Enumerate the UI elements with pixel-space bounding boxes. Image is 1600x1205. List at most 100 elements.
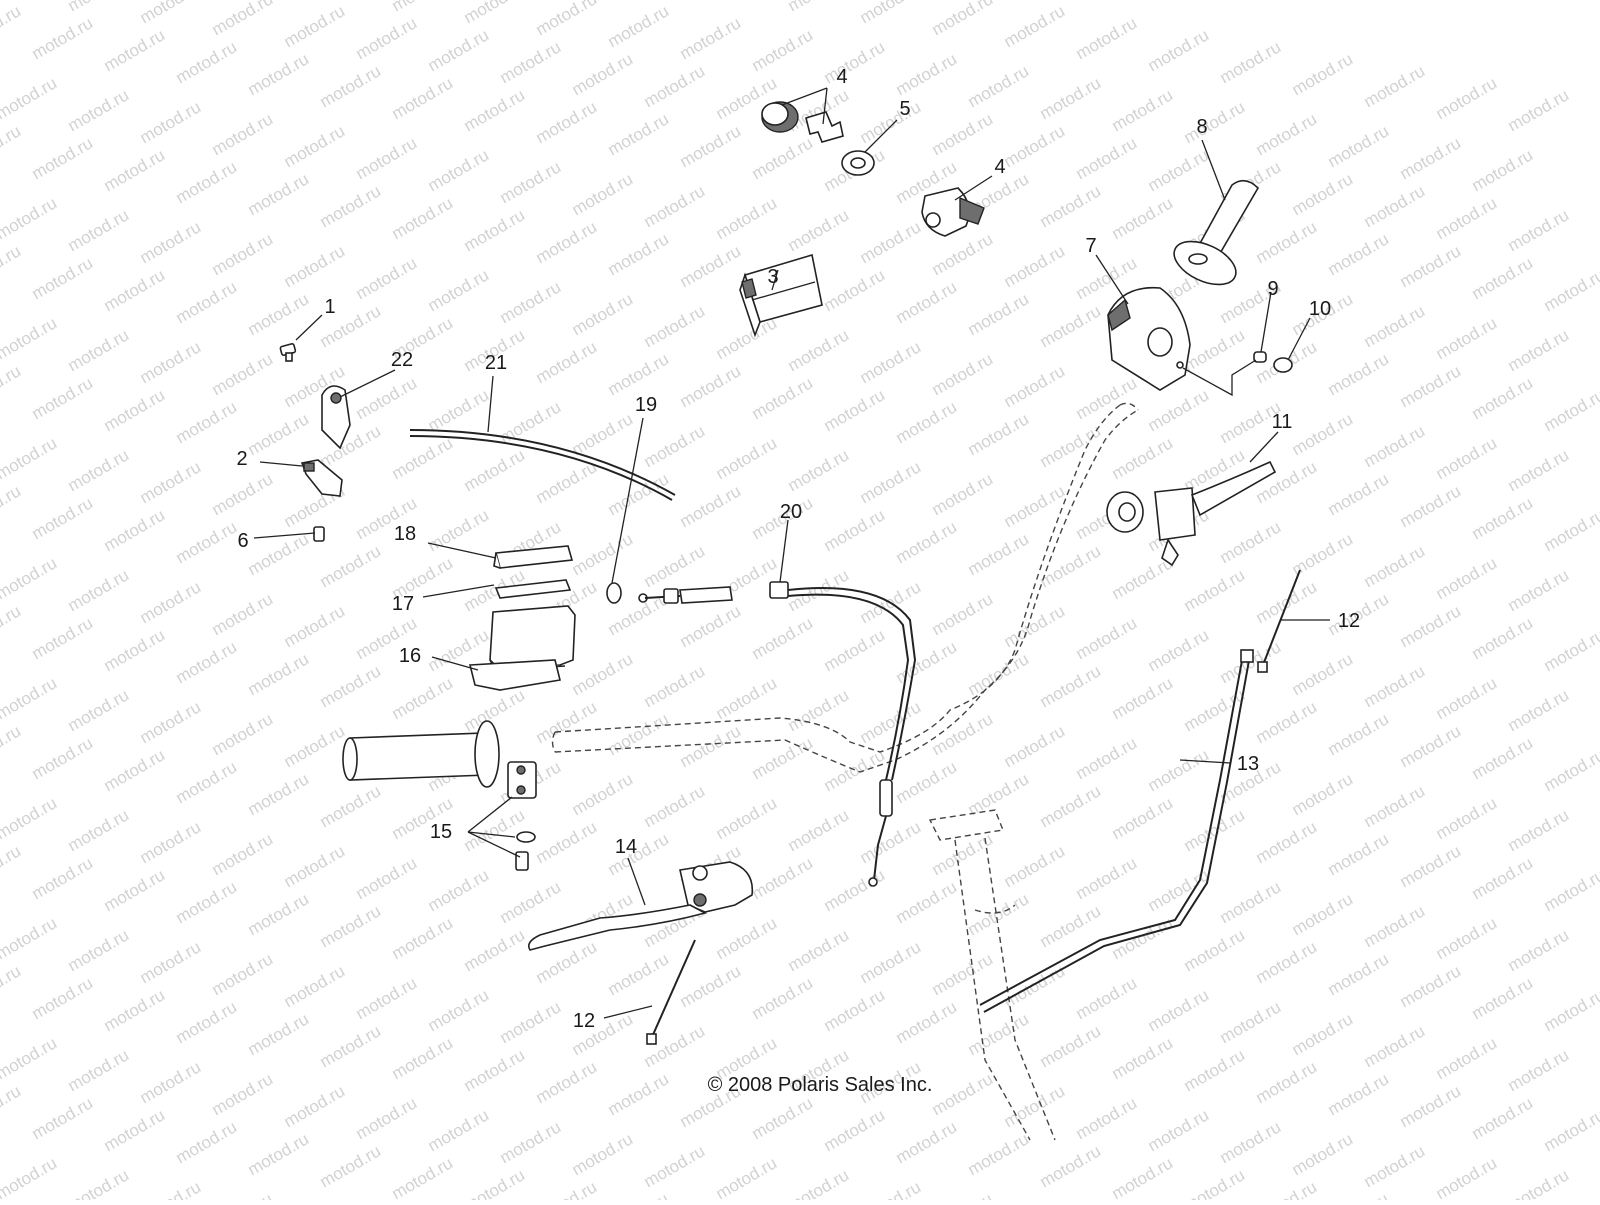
watermark-text: motod.ru [389, 193, 457, 243]
watermark-text: motod.ru [209, 0, 277, 39]
watermark-text: motod.ru [209, 589, 277, 639]
watermark-text: motod.ru [1001, 241, 1069, 291]
oring-part-19 [607, 583, 621, 603]
watermark-text: motod.ru [1469, 733, 1537, 783]
watermark-text: motod.ru [929, 109, 997, 159]
watermark-text: motod.ru [281, 841, 349, 891]
watermark-text: motod.ru [497, 1117, 565, 1167]
watermark-text: motod.ru [713, 913, 781, 963]
watermark-text: motod.ru [173, 157, 241, 207]
watermark-text: motod.ru [821, 985, 889, 1035]
watermark-text: motod.ru [1289, 769, 1357, 819]
watermark-text: motod.ru [713, 793, 781, 843]
watermark-text: motod.ru [281, 721, 349, 771]
watermark-text: motod.ru [101, 385, 169, 435]
watermark-text: motod.ru [641, 541, 709, 591]
nut-part-5 [842, 151, 874, 175]
watermark-text: motod.ru [605, 709, 673, 759]
watermark-text: motod.ru [1217, 997, 1285, 1047]
watermark-text: motod.ru [1253, 109, 1321, 159]
callout-18: 18 [394, 523, 416, 545]
watermark-text: motod.ru [1325, 829, 1393, 879]
watermark-text: motod.ru [1073, 373, 1141, 423]
watermark-text: motod.ru [677, 361, 745, 411]
watermark-text: motod.ru [1433, 73, 1501, 123]
watermark-text: motod.ru [353, 13, 421, 63]
watermark-text: motod.ru [173, 877, 241, 927]
watermark-text: motod.ru [353, 1093, 421, 1143]
callout-9: 9 [1267, 278, 1278, 300]
watermark-text: motod.ru [317, 1141, 385, 1191]
watermark-text: motod.ru [857, 0, 925, 27]
watermark-text: motod.ru [245, 529, 313, 579]
watermark-text: motod.ru [389, 433, 457, 483]
watermark-text: motod.ru [29, 973, 97, 1023]
callout-2: 2 [236, 448, 247, 470]
watermark-text: motod.ru [317, 0, 385, 3]
watermark-text: motod.ru [1397, 841, 1465, 891]
watermark-text: motod.ru [425, 1105, 493, 1155]
watermark-text: motod.ru [173, 637, 241, 687]
watermark-text: motod.ru [893, 637, 961, 687]
watermark-text: motod.ru [533, 697, 601, 747]
watermark-text: motod.ru [461, 1045, 529, 1095]
watermark-text: motod.ru [0, 313, 60, 363]
watermark-text: motod.ru [1145, 1105, 1213, 1155]
callout-16: 16 [399, 645, 421, 667]
watermark-text: motod.ru [173, 997, 241, 1047]
watermark-text: motod.ru [1541, 985, 1600, 1035]
watermark-text: motod.ru [1109, 1033, 1177, 1083]
watermark-text: motod.ru [1325, 229, 1393, 279]
watermark-text: motod.ru [1541, 385, 1600, 435]
watermark-text: motod.ru [65, 685, 133, 735]
watermark-text: motod.ru [173, 277, 241, 327]
watermark-text: motod.ru [605, 1, 673, 51]
watermark-text: motod.ru [101, 1105, 169, 1155]
watermark-text: motod.ru [1253, 217, 1321, 267]
watermark-text: motod.ru [893, 997, 961, 1047]
watermark-text: motod.ru [1145, 745, 1213, 795]
watermark-text: motod.ru [1433, 193, 1501, 243]
watermark-text: motod.ru [281, 241, 349, 291]
watermark-text: motod.ru [0, 961, 24, 1011]
callout-3: 3 [767, 266, 778, 288]
watermark-text: motod.ru [1109, 793, 1177, 843]
watermark-text: motod.ru [1181, 565, 1249, 615]
watermark-text: motod.ru [1037, 1021, 1105, 1071]
watermark-text: motod.ru [425, 265, 493, 315]
watermark-text: motod.ru [821, 625, 889, 675]
watermark-text: motod.ru [641, 1141, 709, 1191]
watermark-text: motod.ru [1505, 685, 1573, 735]
watermark-text: motod.ru [389, 1033, 457, 1083]
watermark-text: motod.ru [101, 865, 169, 915]
watermark-text: motod.ru [1145, 985, 1213, 1035]
watermark-text: motod.ru [137, 1177, 205, 1200]
watermark-text: motod.ru [317, 1021, 385, 1071]
watermark-text: motod.ru [425, 985, 493, 1035]
watermark-text: motod.ru [857, 457, 925, 507]
watermark-text: motod.ru [1397, 481, 1465, 531]
watermark-text: motod.ru [209, 1069, 277, 1119]
watermark-text: motod.ru [1397, 361, 1465, 411]
watermark-text: motod.ru [137, 337, 205, 387]
watermark-text: motod.ru [0, 673, 60, 723]
watermark-text: motod.ru [749, 613, 817, 663]
watermark-text: motod.ru [1289, 409, 1357, 459]
watermark-text: motod.ru [281, 1081, 349, 1131]
watermark-text: motod.ru [677, 241, 745, 291]
watermark-text: motod.ru [1505, 1045, 1573, 1095]
watermark-text: motod.ru [1397, 721, 1465, 771]
watermark-text: motod.ru [1181, 97, 1249, 147]
watermark-text: motod.ru [1433, 673, 1501, 723]
watermark-text: motod.ru [1361, 1141, 1429, 1191]
watermark-text: motod.ru [1397, 1081, 1465, 1131]
ignition-switch-part-4 [922, 188, 984, 236]
watermark-text: motod.ru [605, 1189, 673, 1200]
watermark-text: motod.ru [1541, 505, 1600, 555]
watermark-text: motod.ru [353, 253, 421, 303]
watermark-text: motod.ru [29, 733, 97, 783]
watermark-text: motod.ru [569, 769, 637, 819]
watermark-text: motod.ru [209, 469, 277, 519]
watermark-text: motod.ru [965, 529, 1033, 579]
